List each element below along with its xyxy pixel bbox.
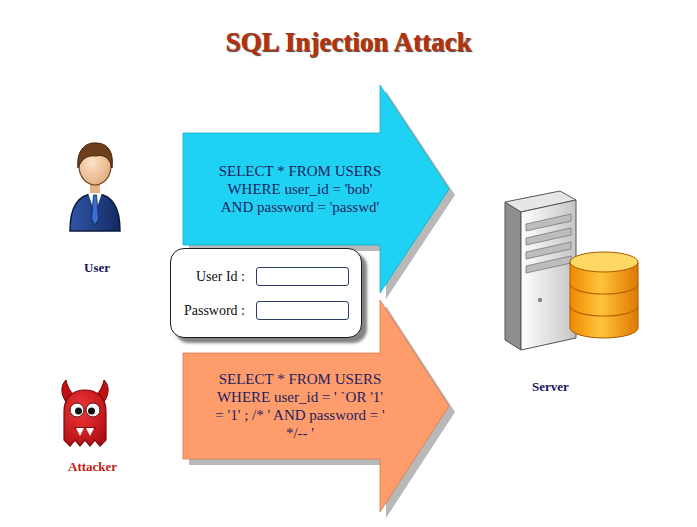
sql-query: SELECT * FROM USERS WHERE user_id = 'bob…: [214, 162, 386, 216]
actor-label: Server: [532, 379, 569, 395]
login-form: User Id : Password :: [170, 248, 362, 338]
input-field: [256, 301, 349, 320]
form-row: User Id :: [183, 267, 349, 286]
drive-bay: [526, 228, 571, 245]
drive-bay: [526, 256, 571, 273]
server-icon: [505, 191, 638, 350]
arrow-text-block: SELECT * FROM USERS WHERE user_id = ' `O…: [214, 370, 386, 442]
user-icon: [70, 143, 120, 231]
user-tie: [92, 195, 99, 225]
actor-label: Attacker: [68, 459, 117, 475]
devil-body: [64, 390, 106, 446]
input-field: [256, 267, 349, 286]
field-label: User Id :: [183, 269, 245, 285]
devil-eye: [70, 403, 84, 417]
database-band: [570, 284, 638, 294]
actor-label: User: [84, 260, 110, 276]
arrow-text-block: SELECT * FROM USERS WHERE user_id = 'bob…: [214, 162, 386, 216]
drive-bay: [526, 214, 571, 231]
actor-label-block: User: [84, 260, 110, 276]
form-row: Password :: [183, 301, 349, 320]
power-button: [538, 298, 542, 302]
devil-fang: [76, 428, 84, 436]
database-top: [570, 252, 638, 272]
database-band: [570, 306, 638, 316]
actor-label-block: Attacker: [68, 459, 117, 475]
drive-bay: [526, 242, 571, 259]
diagram-title: SQL Injection Attack: [0, 27, 697, 58]
tower-front: [521, 200, 576, 350]
field-label: Password :: [183, 303, 245, 319]
tower-side: [505, 202, 521, 350]
arrow-body: [183, 300, 449, 512]
title-block: SQL Injection Attack: [0, 27, 697, 58]
devil-fang: [86, 428, 94, 436]
user-hair: [78, 143, 113, 168]
devil-eye: [86, 403, 100, 417]
attacker-devil-icon: [62, 380, 108, 446]
devil-pupil: [75, 408, 82, 415]
sql-query: SELECT * FROM USERS WHERE user_id = ' `O…: [214, 370, 386, 442]
user-suit: [70, 193, 120, 231]
database-body: [570, 262, 638, 338]
devil-pupil: [88, 408, 95, 415]
actor-label-block: Server: [532, 379, 569, 395]
